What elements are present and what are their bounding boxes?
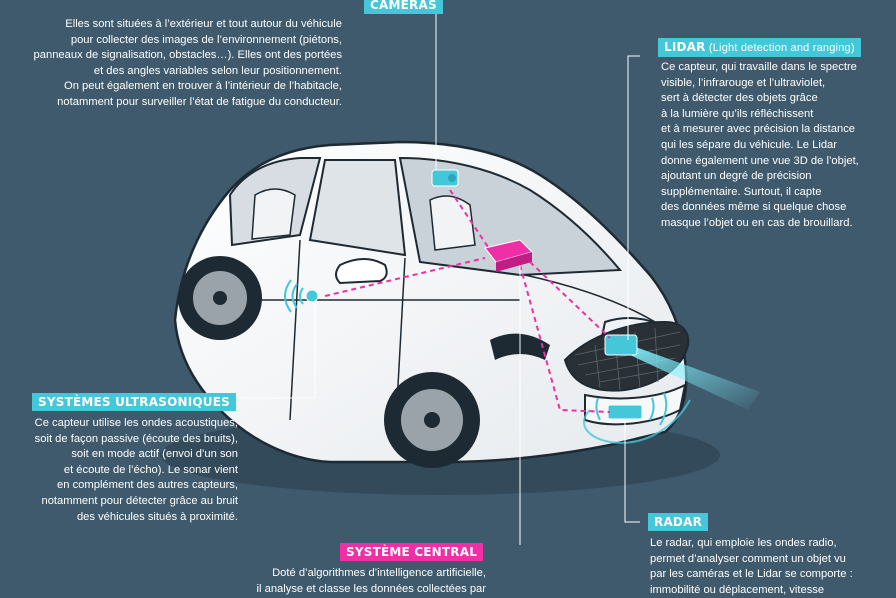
radar-line: Le radar, qui emploie les ondes radio,	[650, 537, 837, 549]
lidar-line: qui les sépare du véhicule. Le Lidar	[661, 138, 838, 151]
cameras-line: On peut également en trouver à l’intérie…	[64, 80, 342, 93]
ultrasonic-line: soit en mode actif (envoi d’un son	[71, 448, 238, 461]
lidar-label-title: LIDAR	[664, 40, 706, 54]
front-wheel	[384, 372, 480, 468]
cameras-line: et des angles variables selon leur posit…	[93, 64, 342, 77]
ultrasonic-line: Ce capteur utilise les ondes acoustiques…	[34, 417, 238, 429]
central-line: Doté d’algorithmes d’intelligence artifi…	[272, 567, 486, 579]
side-mirror	[335, 258, 388, 285]
central-unit-icon	[484, 239, 533, 272]
cameras-line: pour collecter des images de l’environne…	[70, 33, 342, 46]
lidar-line: sert à détecter des objets grâce	[661, 92, 818, 105]
radar-line: immobilité ou déplacement, vitesse	[650, 583, 825, 596]
central-line: il analyse et classe les données collect…	[256, 582, 486, 595]
radar-description: Le radar, qui emploie les ondes radio, p…	[650, 536, 853, 598]
radar-waves-icon	[595, 392, 668, 426]
cameras-line: notamment pour surveiller l’état de fati…	[57, 95, 342, 108]
lidar-line: Ce capteur, qui travaille dans le spectr…	[661, 61, 857, 73]
radar-line: par les caméras et le Lidar se comporte …	[650, 568, 853, 581]
ultrasonic-line: notamment pour détecter grâce au bruit	[41, 494, 238, 507]
cameras-line: panneaux de signalisation, obstacles…). …	[33, 49, 342, 62]
lidar-label: LIDAR (Light detection and ranging)	[658, 38, 861, 57]
lidar-beam	[630, 345, 760, 410]
ultrasonic-line: des véhicules situés à proximité.	[76, 510, 238, 523]
hood-line	[524, 274, 661, 326]
cameras-description: Elles sont situées à l’extérieur et tout…	[34, 17, 342, 111]
central-description: Doté d’algorithmes d’intelligence artifi…	[257, 566, 486, 597]
lidar-description: Ce capteur, qui travaille dans le spectr…	[661, 60, 859, 232]
lidar-line: visible, l’infrarouge et l’ultraviolet,	[661, 76, 826, 89]
rear-seat	[251, 188, 296, 240]
ultrasonic-line: en complément des autres capteurs,	[57, 479, 238, 492]
ultrasonic-line: soit de façon passive (écoute des bruits…	[34, 432, 238, 445]
central-label: SYSTÈME CENTRAL	[340, 543, 484, 561]
ultrasonic-description: Ce capteur utilise les ondes acoustiques…	[35, 416, 238, 525]
lidar-line: donne également une vue 3D de l’objet,	[661, 154, 859, 167]
lidar-line: à la lumière qu’ils réfléchissent	[661, 107, 814, 120]
camera-sensor-icon	[431, 169, 459, 187]
front-seat	[429, 195, 476, 251]
radar-sensor-icon	[607, 404, 643, 420]
lidar-line: des données même si quelque chose	[661, 201, 847, 214]
lidar-line: ajoutant un degré de précision	[661, 170, 812, 183]
radar-wave-arc	[583, 399, 691, 444]
rear-wheel	[178, 256, 262, 340]
side-window	[308, 159, 407, 257]
lidar-label-subtitle: (Light detection and ranging)	[705, 42, 855, 54]
cameras-line: Elles sont situées à l’extérieur et tout…	[65, 18, 342, 30]
ultrasonic-label: SYSTÈMES ULTRASONIQUES	[32, 393, 236, 411]
data-links	[324, 189, 611, 413]
lidar-line: masque l’objet ou en cas de brouillard.	[661, 216, 853, 229]
ultrasonic-sensor-icon	[284, 279, 319, 313]
radar-label: RADAR	[648, 513, 709, 531]
lidar-line: et à mesurer avec précision la distance	[661, 123, 856, 136]
lidar-sensor-icon	[604, 334, 638, 356]
cameras-label: CAMÉRAS	[364, 0, 443, 14]
leader-lines	[238, 8, 640, 545]
lidar-line: supplémentaire. Surtout, il capte	[661, 185, 822, 198]
ultrasonic-line: et écoute de l’écho). Le sonar vient	[63, 463, 238, 476]
radar-line: permet d’analyser comment un objet vu	[650, 552, 846, 565]
